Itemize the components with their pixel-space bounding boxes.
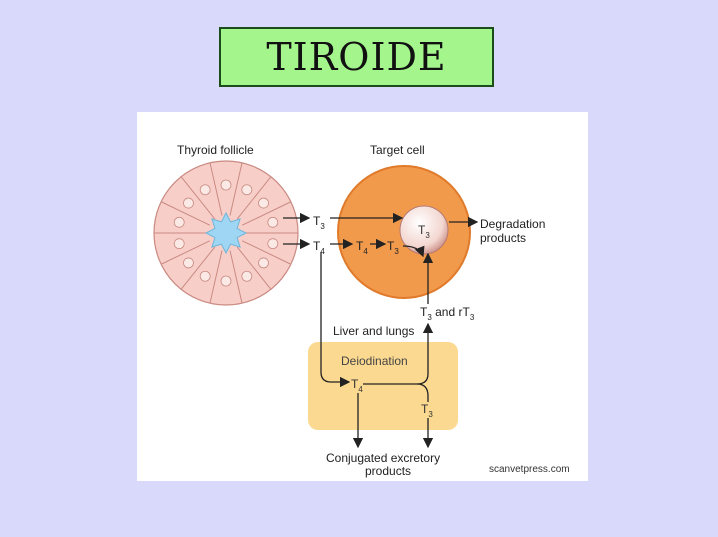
degradation-label-1: Degradation [480, 217, 545, 231]
follicle-cell-nucleus [221, 180, 231, 190]
follicle-cell-nucleus [200, 185, 210, 195]
target-cell-label: Target cell [370, 143, 425, 157]
follicle-cell-nucleus [183, 258, 193, 268]
liver-lungs-label: Liver and lungs [333, 324, 414, 338]
thyroid-follicle [154, 161, 298, 305]
slide-title: TIROIDE [266, 35, 446, 79]
follicle-cell-nucleus [183, 198, 193, 208]
degradation-label-2: products [480, 231, 526, 245]
follicle-cell-nucleus [259, 198, 269, 208]
thyroid-hormone-diagram: Thyroid follicle Target cell T3 T3 T4 T4… [137, 112, 588, 481]
thyroid-follicle-label: Thyroid follicle [177, 143, 254, 157]
credit-label: scanvetpress.com [489, 464, 570, 475]
follicle-cell-nucleus [200, 271, 210, 281]
t3-label: T3 [313, 214, 325, 231]
follicle-cell-nucleus [221, 276, 231, 286]
follicle-cell-nucleus [242, 185, 252, 195]
conjugated-label-1: Conjugated excretory [326, 451, 440, 465]
follicle-cell-nucleus [242, 271, 252, 281]
follicle-cell-nucleus [174, 239, 184, 249]
diagram-panel: Thyroid follicle Target cell T3 T3 T4 T4… [137, 112, 588, 481]
follicle-lumen [206, 213, 246, 253]
t4-label: T4 [313, 239, 325, 256]
follicle-cell-nucleus [174, 217, 184, 227]
deiodination-label: Deiodination [341, 354, 408, 368]
follicle-cell-nucleus [268, 217, 278, 227]
slide-title-box: TIROIDE [219, 27, 494, 87]
conjugated-label-2: products [365, 464, 411, 478]
t3-rt3-label: T3 and rT3 [420, 305, 475, 322]
follicle-cell-nucleus [268, 239, 278, 249]
follicle-cell-nucleus [259, 258, 269, 268]
